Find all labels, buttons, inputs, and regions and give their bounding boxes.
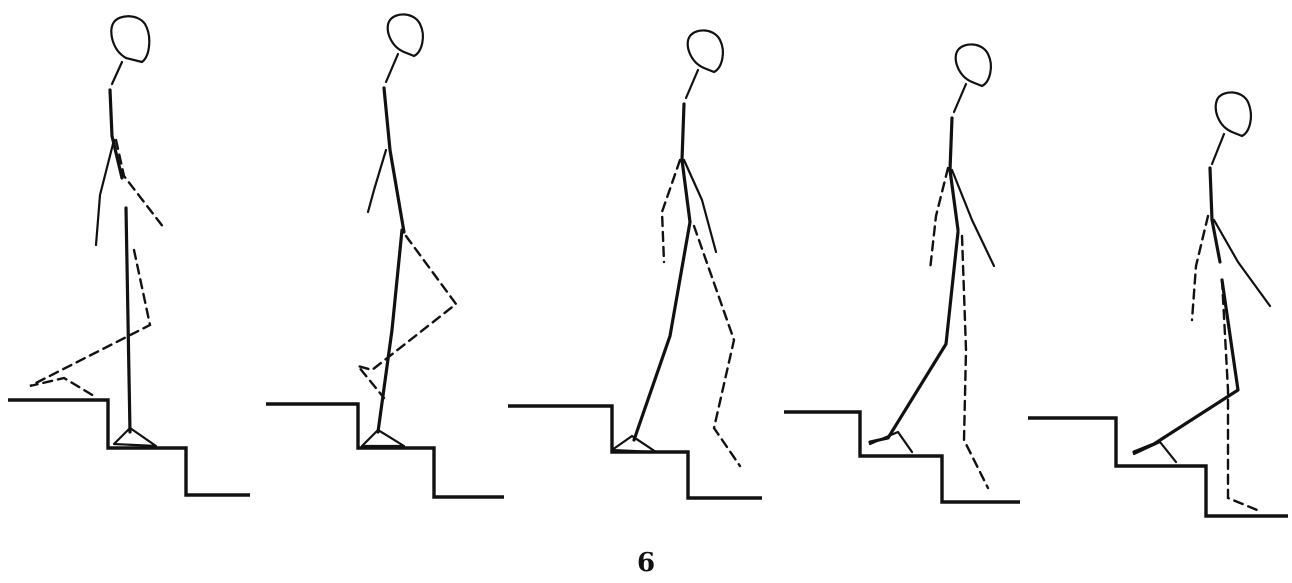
spine bbox=[384, 88, 404, 232]
leg-support bbox=[634, 222, 690, 440]
leg-swing-dashed bbox=[358, 236, 456, 398]
stick-figure bbox=[1134, 92, 1270, 512]
staircase bbox=[784, 412, 1020, 502]
frame-5 bbox=[1028, 92, 1288, 516]
staircase bbox=[266, 404, 504, 497]
frame-4 bbox=[784, 44, 1020, 502]
neck bbox=[386, 54, 398, 82]
neck bbox=[1212, 134, 1224, 164]
neck bbox=[112, 62, 122, 84]
leg-swing-dashed bbox=[30, 250, 150, 396]
neck bbox=[686, 70, 698, 98]
arm-dashed bbox=[116, 140, 164, 228]
staircase bbox=[1028, 418, 1288, 516]
arm bbox=[96, 140, 114, 245]
leg-swing-dashed bbox=[962, 236, 988, 488]
frame-1 bbox=[8, 16, 250, 495]
stick-figure bbox=[870, 44, 994, 488]
arm-dashed bbox=[930, 168, 948, 270]
arm bbox=[368, 150, 386, 212]
arm-dashed bbox=[1192, 216, 1208, 320]
spine bbox=[1210, 168, 1220, 262]
foot-forward bbox=[1134, 442, 1176, 462]
leg-support-forward bbox=[870, 232, 958, 442]
leg-swing-dashed bbox=[694, 226, 740, 466]
head bbox=[111, 16, 149, 62]
head bbox=[388, 14, 423, 56]
foot-support bbox=[362, 430, 404, 446]
arm-dashed bbox=[662, 160, 680, 262]
frame-2 bbox=[266, 14, 504, 497]
frame-3 bbox=[508, 30, 762, 498]
head bbox=[1216, 92, 1251, 136]
foot-support bbox=[612, 436, 656, 452]
foot-support bbox=[114, 428, 156, 446]
foot-forward bbox=[870, 432, 912, 452]
figure-number: 6 bbox=[0, 548, 1292, 578]
neck bbox=[954, 84, 966, 112]
head bbox=[956, 44, 991, 86]
leg-support bbox=[126, 208, 130, 432]
head bbox=[688, 30, 723, 72]
arm bbox=[952, 170, 994, 266]
spine bbox=[110, 90, 122, 178]
stick-figure bbox=[358, 14, 456, 446]
leg-support-forward bbox=[1134, 280, 1238, 452]
stick-figure bbox=[30, 16, 164, 446]
stick-figure bbox=[612, 30, 740, 466]
leg-support bbox=[378, 230, 402, 432]
